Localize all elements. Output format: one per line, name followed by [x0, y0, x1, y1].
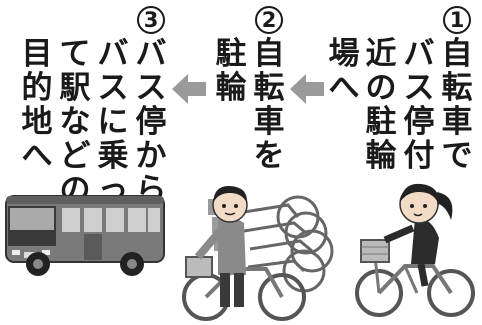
text-glyph: へ — [328, 70, 360, 106]
step-3-text-2: バスに乗っ — [96, 37, 130, 207]
text-glyph: 駅 — [59, 70, 91, 106]
text-glyph: 駐 — [365, 104, 397, 140]
step-1-text-3: 近の駐輪 — [364, 37, 398, 173]
text-glyph: バ — [135, 36, 167, 72]
text-glyph: か — [135, 138, 167, 174]
step-2-line-2: 駐輪 — [214, 37, 248, 105]
text-glyph: を — [253, 138, 285, 174]
text-glyph: 場 — [328, 36, 360, 72]
text-glyph: 地 — [21, 104, 53, 140]
girl-riding-bicycle-illustration — [355, 183, 475, 317]
text-glyph: ス — [135, 70, 167, 106]
text-glyph: ど — [59, 138, 91, 174]
step-3-text-4: 目的地へ — [20, 37, 54, 173]
step-1-line-2: バス停付 — [402, 37, 436, 173]
text-glyph: 転 — [441, 70, 473, 106]
text-glyph: へ — [21, 138, 53, 174]
text-glyph: 付 — [403, 138, 435, 174]
left-arrow-icon — [172, 74, 206, 104]
text-glyph: ス — [403, 70, 435, 106]
left-arrow-icon — [290, 74, 324, 104]
boy-parking-bicycle-illustration — [182, 185, 334, 321]
text-glyph: 乗 — [97, 138, 129, 174]
step-2-text-1: 自転車を — [252, 37, 286, 173]
text-glyph: 停 — [403, 104, 435, 140]
step-2-line-1: 2 自転車を — [252, 4, 286, 173]
step-2-text-2: 駐輪 — [214, 37, 248, 105]
text-glyph: 自 — [253, 36, 285, 72]
step-3-line-4: 目的地へ — [20, 37, 54, 173]
text-glyph: 的 — [21, 70, 53, 106]
text-glyph: で — [441, 138, 473, 174]
text-glyph: 停 — [135, 104, 167, 140]
text-glyph: 自 — [441, 36, 473, 72]
bus-illustration — [5, 195, 165, 276]
text-glyph: 輪 — [215, 70, 247, 106]
text-glyph: な — [59, 104, 91, 140]
text-glyph: の — [365, 70, 397, 106]
step-1-text-1: 自転車で — [440, 37, 474, 173]
step-1-line-4: 場へ — [327, 37, 361, 105]
text-glyph: 駐 — [215, 36, 247, 72]
text-glyph: 輪 — [365, 138, 397, 174]
text-glyph: 車 — [253, 104, 285, 140]
step-2-number: 2 — [255, 6, 283, 34]
step-3-line-1: 3 バス停から — [134, 4, 168, 207]
text-glyph: に — [97, 104, 129, 140]
step-1-number: 1 — [443, 6, 471, 34]
step-1-text-2: バス停付 — [402, 37, 436, 173]
text-glyph: 転 — [253, 70, 285, 106]
step-1-text-4: 場へ — [327, 37, 361, 105]
text-glyph: 目 — [21, 36, 53, 72]
text-glyph: 近 — [365, 36, 397, 72]
step-1-line-3: 近の駐輪 — [364, 37, 398, 173]
text-glyph: 車 — [441, 104, 473, 140]
text-glyph: バ — [403, 36, 435, 72]
text-glyph: て — [59, 36, 91, 72]
step-3-text-3: て駅などの — [58, 37, 92, 207]
text-glyph: ス — [97, 70, 129, 106]
text-glyph: バ — [97, 36, 129, 72]
step-3-text-1: バス停から — [134, 37, 168, 207]
step-3-line-2: バスに乗っ — [96, 37, 130, 207]
step-3-line-3: て駅などの — [58, 37, 92, 207]
step-1-line-1: 1 自転車で — [440, 4, 474, 173]
step-3-number: 3 — [137, 6, 165, 34]
